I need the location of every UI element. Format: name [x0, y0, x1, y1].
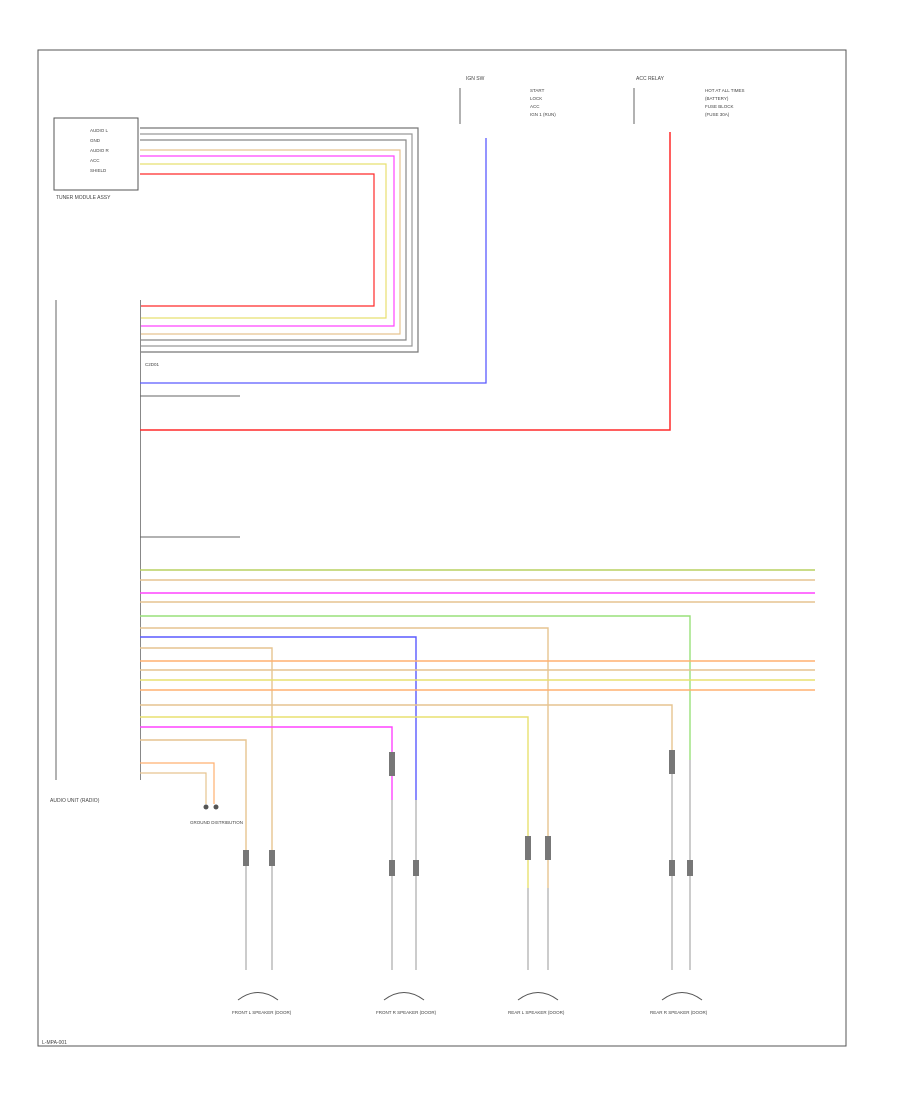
speaker-bus-wires: [140, 569, 815, 888]
tuner-pin-labels: AUDIO L GND AUDIO R ACC SHIELD: [90, 128, 110, 173]
radio-unit-label: AUDIO UNIT (RADIO): [50, 798, 100, 804]
acc-relay-label: ACC RELAY: [636, 76, 665, 82]
tuner-pin-2: GND: [90, 138, 101, 143]
tuner-pin-4: ACC: [90, 158, 100, 163]
speaker-front-left: FRONT L SPEAKER (DOOR): [232, 850, 292, 1015]
ign-relay-line-1: START: [530, 88, 545, 93]
ign-relay-line-3: ACC: [530, 104, 540, 109]
speaker-rear-left: REAR L SPEAKER (DOOR): [508, 836, 565, 1015]
tuner-pin-3: AUDIO R: [90, 148, 110, 153]
acc-relay-line-2: (BATTERY): [705, 96, 729, 101]
diagram-frame: [37, 49, 847, 1047]
short-gray-wires: [140, 395, 240, 538]
ign-relay-label: IGN SW: [466, 76, 485, 82]
speaker-rear-right: REAR R SPEAKER (DOOR): [650, 750, 708, 1015]
tuner-pin-5: SHIELD: [90, 168, 107, 173]
tuner-module-box: [53, 117, 139, 191]
ground-terminal-a: [203, 804, 209, 810]
radio-connector-label: C2D01: [145, 362, 160, 367]
ground-wire-b: [140, 772, 207, 804]
tuner-shield-wires: [140, 127, 419, 353]
acc-relay-line-4: (FUSE 30A): [705, 112, 730, 117]
ign-relay-line-4: IGN 1 (RUN): [530, 112, 556, 117]
radio-pin-column: [140, 300, 141, 780]
ign-relay-line-2: LOCK: [530, 96, 542, 101]
speaker-rear-right-label: REAR R SPEAKER (DOOR): [650, 1010, 708, 1015]
blue-wire: [140, 138, 487, 384]
red-wire: [140, 132, 671, 431]
acc-relay-line-1: HOT AT ALL TIMES: [705, 88, 745, 93]
speaker-rear-left-label: REAR L SPEAKER (DOOR): [508, 1010, 565, 1015]
ground-label: GROUND DISTRIBUTION: [190, 820, 243, 825]
ground-terminal-b: [213, 804, 219, 810]
acc-relay-line-3: FUSE BLOCK: [705, 104, 734, 109]
speaker-front-left-label: FRONT L SPEAKER (DOOR): [232, 1010, 292, 1015]
tuner-pin-1: AUDIO L: [90, 128, 109, 133]
footer-code: L-MPA-001: [42, 1040, 67, 1046]
tuner-module-label: TUNER MODULE ASSY: [56, 195, 111, 201]
ground-wire-a: [140, 762, 215, 804]
speaker-front-right-label: FRONT R SPEAKER (DOOR): [376, 1010, 437, 1015]
speaker-front-right: FRONT R SPEAKER (DOOR): [376, 752, 437, 1015]
